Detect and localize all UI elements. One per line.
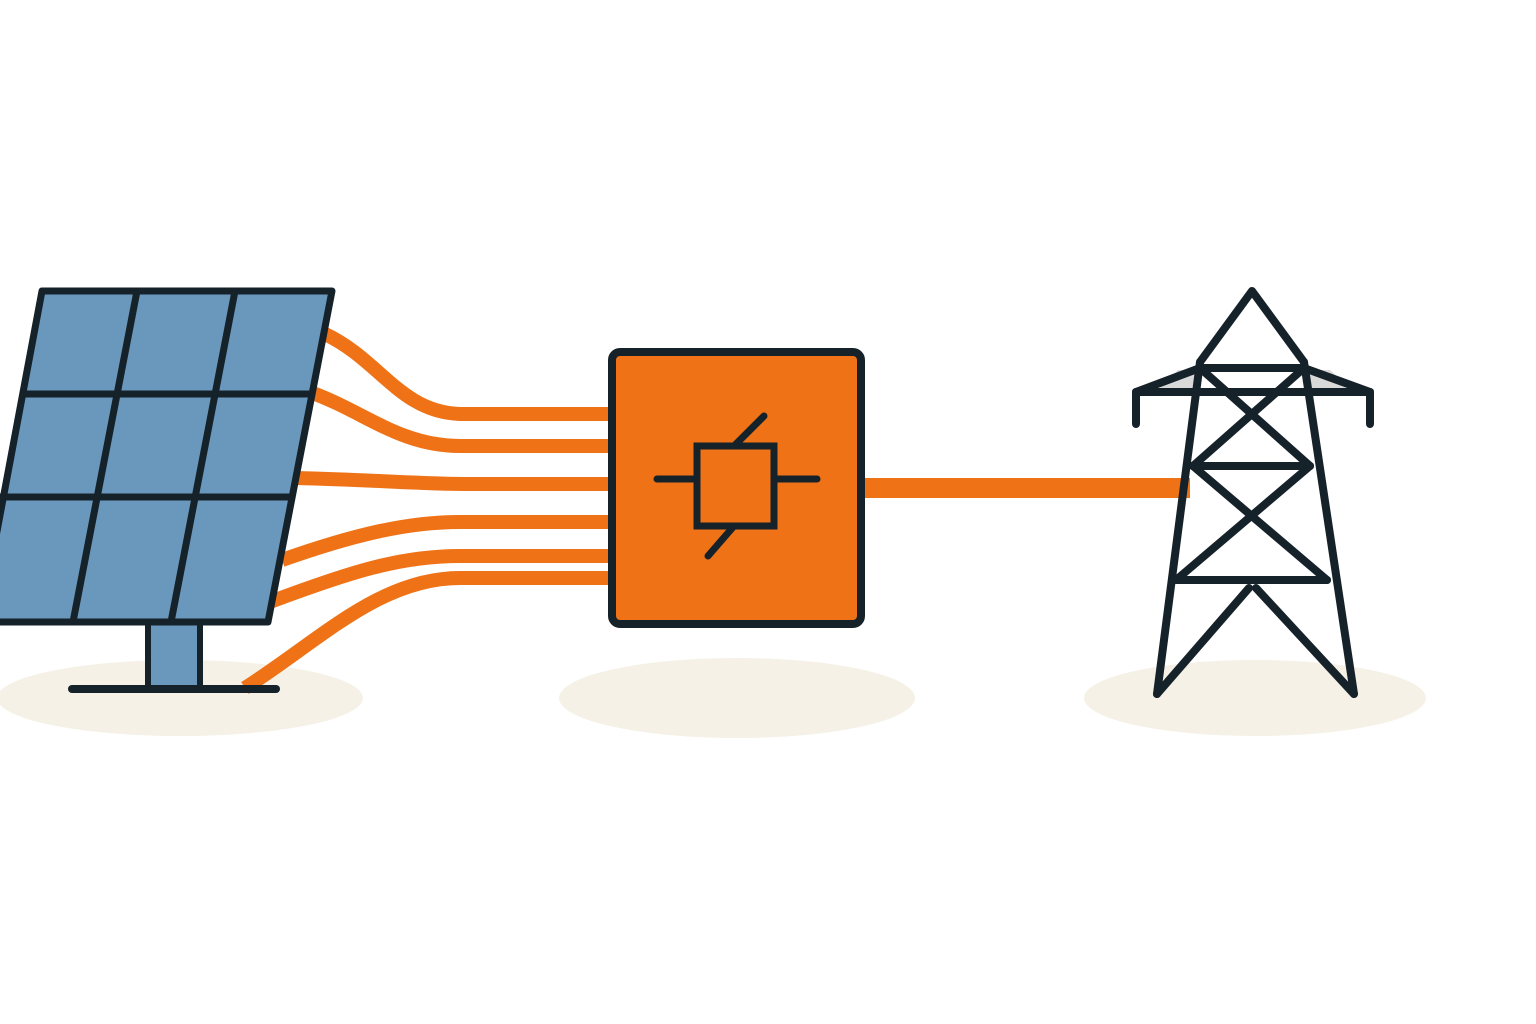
panel-frame (0, 287, 336, 626)
panel-post (145, 617, 203, 691)
dc-wire-6 (241, 571, 615, 694)
solar-panel-shadow (0, 660, 363, 736)
dc-wire-1 (321, 327, 615, 421)
dc-ac-converter-symbol (653, 412, 821, 560)
inverter-icon (608, 348, 865, 628)
dc-wire-5 (267, 549, 615, 609)
dc-wire-bundle (241, 327, 615, 694)
ground-shadows (0, 658, 1426, 738)
panel-grid-lines (0, 290, 312, 623)
power-pylon-icon (1132, 287, 1374, 698)
dc-wire-4 (279, 515, 615, 567)
solar-panel-icon (0, 287, 336, 693)
tower-shadow (1084, 660, 1426, 736)
inverter-box (608, 348, 865, 628)
dc-wire-2 (307, 385, 615, 453)
inverter-shadow (559, 658, 915, 738)
dc-wire-3 (294, 471, 615, 491)
